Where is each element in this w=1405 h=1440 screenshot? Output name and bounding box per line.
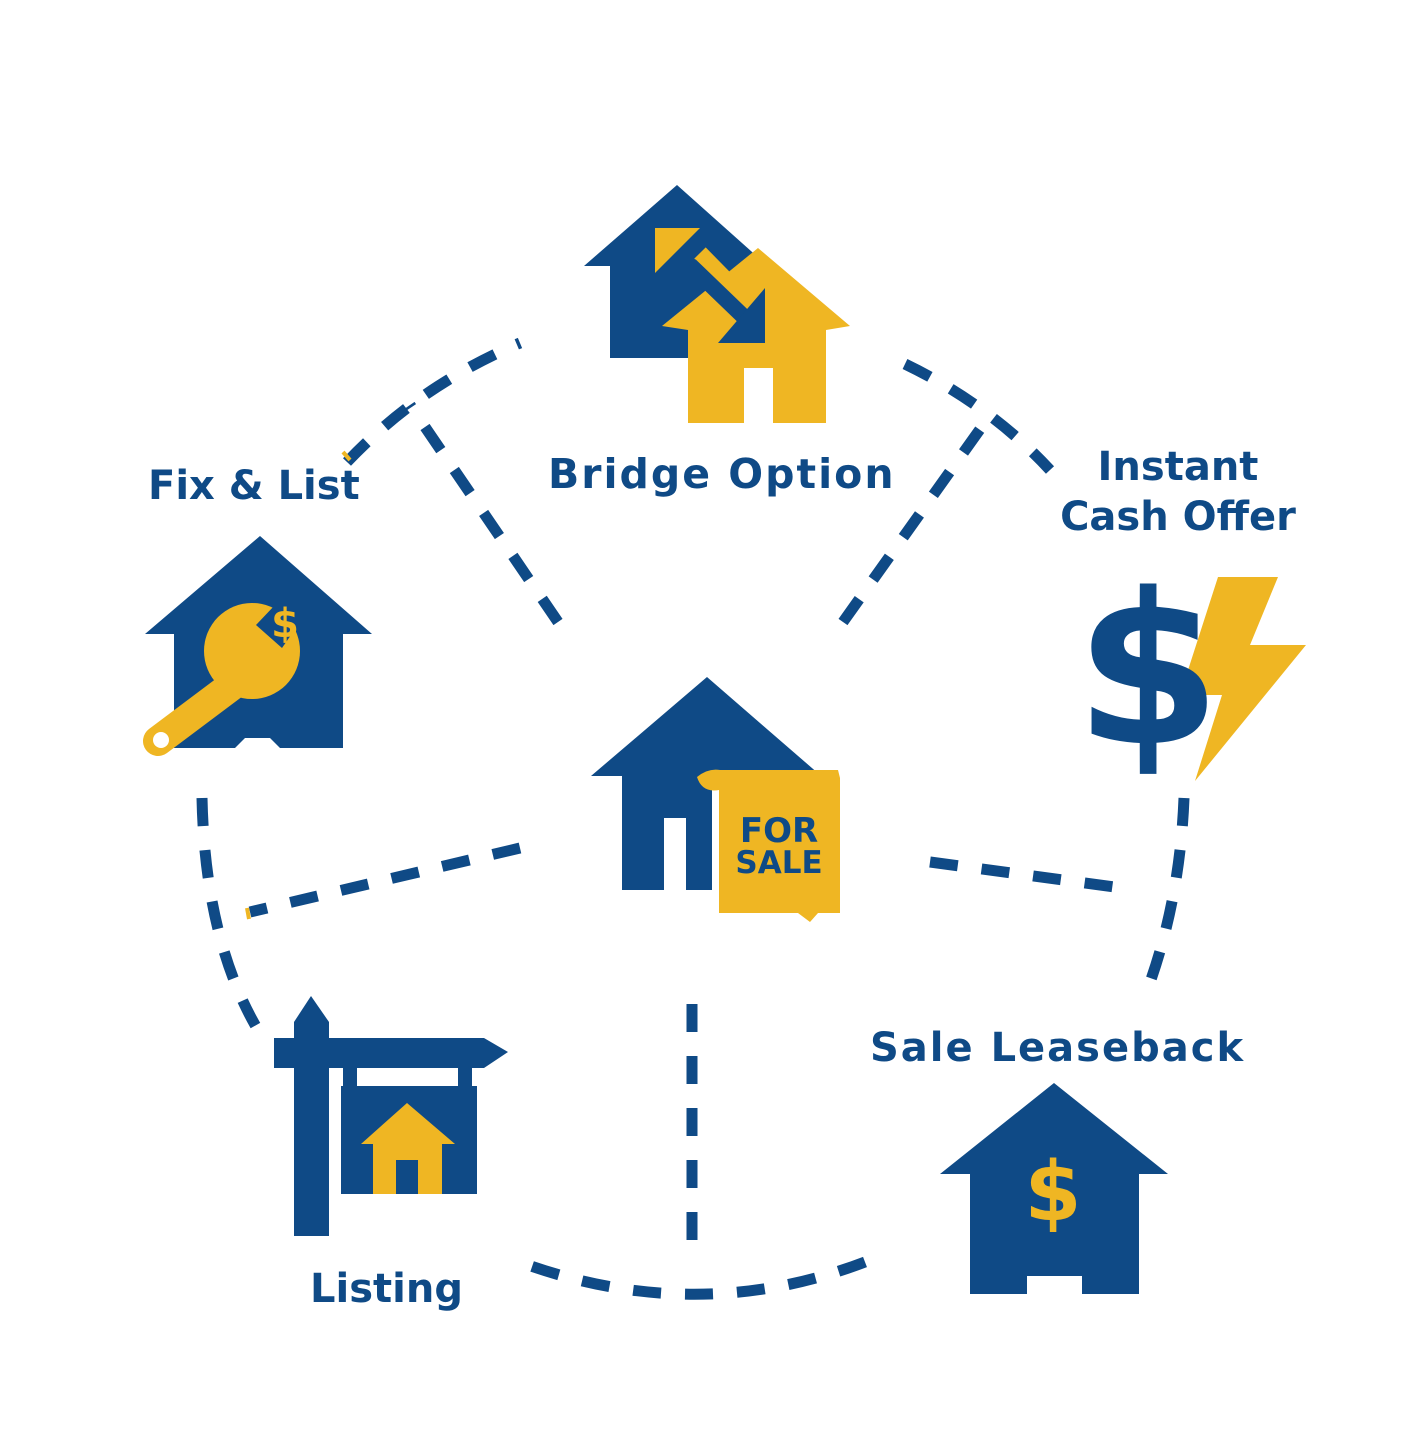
ring-connector-leaseback-listing: [526, 1256, 867, 1300]
gold-accent-mark: [341, 450, 352, 462]
dollar-sign-large: $: [1075, 548, 1221, 793]
label-listing: Listing: [310, 1266, 463, 1312]
for-sale-sign-line2: SALE: [735, 845, 822, 881]
wrench-icon: [143, 603, 300, 756]
label-sale-leaseback: Sale Leaseback: [870, 1025, 1246, 1071]
label-instant-cash-offer: Instant Cash Offer: [1058, 446, 1298, 538]
house-wrench-dollar-icon: $: [143, 536, 372, 756]
label-instant-cash-offer-line1: Instant: [1097, 444, 1259, 490]
spoke-center-cash: [929, 856, 1123, 894]
dollar-sign-small: $: [271, 601, 299, 647]
dollar-lightning-icon: $: [1075, 548, 1306, 793]
label-instant-cash-offer-line2: Cash Offer: [1060, 494, 1296, 540]
ring-connector-listing-fix: [196, 797, 263, 1033]
ring-connector-cash-leaseback: [1142, 797, 1190, 990]
house-swap-arrows-icon: [584, 185, 850, 423]
house-for-sale-icon: FOR SALE: [591, 677, 840, 922]
lightning-bolt-icon: [1180, 577, 1306, 781]
ring-connector-fix-bridge: [343, 337, 523, 466]
listing-sign-house-icon: [274, 996, 508, 1236]
ring-connector-bridge-cash: [902, 359, 1055, 474]
for-sale-sign-line1: FOR: [740, 811, 818, 851]
spoke-center-bridge-left: [405, 401, 563, 626]
spoke-center-bridge-right: [838, 414, 993, 626]
gold-accent-mark: [245, 907, 251, 920]
dollar-sign-medium: $: [1024, 1145, 1081, 1240]
label-fix-and-list: Fix & List: [148, 463, 360, 509]
for-sale-sign: [697, 769, 840, 922]
house-dollar-icon: $: [940, 1083, 1168, 1294]
label-bridge-option: Bridge Option: [548, 450, 896, 498]
spoke-center-fix: [248, 842, 522, 918]
